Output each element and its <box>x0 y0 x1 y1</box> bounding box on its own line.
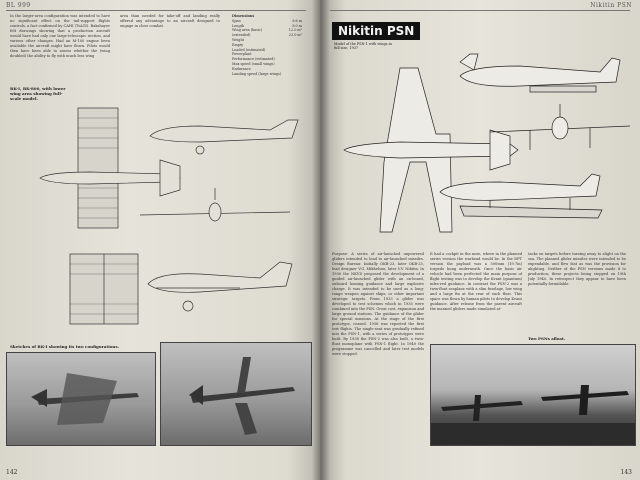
spec-rows: Span 8.6 m Length 8.0 m Wing area (basic) 12.… <box>232 19 302 77</box>
upper-side-view-fuselage <box>149 119 299 143</box>
psn2-side-view <box>439 173 601 201</box>
left-page: BL 999 In the larger-area configuration … <box>0 0 320 480</box>
photo-rk-model-retracted-silhouette <box>189 357 295 435</box>
photo-rk-model-retracted <box>160 342 312 446</box>
photo-psn-afloat-silhouettes <box>431 385 635 445</box>
spec-value: 23.0 m² <box>288 33 302 38</box>
spec-label: Performance (estimated) <box>232 57 275 62</box>
left-body-text-col1: In the larger-area configuration was int… <box>10 14 110 58</box>
spec-row: Wing area (basic) 12.0 m² <box>232 28 302 33</box>
right-body-text-col1: Purpose: A series of air-launched unpowe… <box>332 252 424 356</box>
spec-label: Wing area (basic) <box>232 28 263 33</box>
spec-row: Performance (estimated) <box>232 57 302 62</box>
lower-side-view-wheel <box>182 300 194 312</box>
spec-label: Landing speed (large wings) <box>232 71 282 76</box>
psn2-float <box>459 205 603 219</box>
psn1-side-view <box>459 57 621 87</box>
upper-wing-planform <box>77 107 119 229</box>
psn-three-view <box>343 53 630 233</box>
spec-label: Length <box>232 23 245 28</box>
psn1-top-view-fuselage <box>343 141 519 159</box>
upper-fuselage-top <box>39 171 181 185</box>
spec-row: (extended) 23.0 m² <box>232 33 302 38</box>
upper-side-view-wheel <box>195 145 205 155</box>
left-header-rule <box>6 10 306 11</box>
spec-row: Max speed (small wings) <box>232 62 302 67</box>
right-folio: 143 <box>620 469 632 476</box>
photo-rk-model-extended-silhouette <box>31 373 139 425</box>
left-photo-caption: Sketches of RK-I showing its two configu… <box>10 344 119 349</box>
rk-three-view-upper <box>39 107 299 229</box>
spec-row: Endurance <box>232 67 302 72</box>
spec-value: 8.0 m <box>292 23 302 28</box>
spec-row: Landing speed (large wings) <box>232 72 302 77</box>
left-body-text-col2: area than needed for take-off and landin… <box>120 14 220 28</box>
spec-label: Span <box>232 18 241 23</box>
spec-row: Weight <box>232 38 302 43</box>
photo-psn-afloat <box>430 344 636 446</box>
lower-side-view-fuselage <box>147 261 293 293</box>
right-body-text-col3: tacks on targets before turning away to … <box>528 252 626 286</box>
title-caption: Model of the PSN-1 with wings in full si… <box>334 42 392 51</box>
psn1-front-view-fuselage <box>551 116 569 140</box>
right-body-text-col2: It had a cockpit in the nose, where in t… <box>430 252 522 311</box>
spec-value: 12.0 m² <box>288 28 302 33</box>
right-header-rule <box>330 10 630 11</box>
spec-row: Powerplant <box>232 52 302 57</box>
spec-label: Empty <box>232 42 244 47</box>
spec-row: Empty <box>232 43 302 48</box>
spec-row: Loaded (estimated) <box>232 48 302 53</box>
spec-label: Max speed (small wings) <box>232 61 275 66</box>
spec-row: Span 8.6 m <box>232 19 302 24</box>
right-running-head: Nikitin PSN <box>590 2 632 9</box>
spec-label: (extended) <box>232 33 251 38</box>
article-title: Nikitin PSN <box>332 22 421 40</box>
left-folio: 142 <box>6 469 18 476</box>
book-gutter <box>312 0 330 480</box>
spec-heading: Dimensions <box>232 14 255 18</box>
drawing-caption: RK-I, RK-800, with lower wing area showi… <box>10 86 66 101</box>
spec-row: Length 8.0 m <box>232 24 302 29</box>
spec-label: Endurance <box>232 66 251 71</box>
spec-value: 8.6 m <box>292 18 302 23</box>
psn1-torpedo <box>529 85 597 93</box>
psn1-top-view-tail <box>489 129 511 171</box>
photo-rk-model-extended <box>6 352 156 446</box>
right-page: Nikitin PSN Nikitin PSN Model of the PSN… <box>320 0 640 480</box>
spec-label: Weight <box>232 37 245 42</box>
left-running-head: BL 999 <box>6 2 31 9</box>
spec-label: Loaded (estimated) <box>232 47 266 52</box>
rk-three-view-lower <box>69 253 293 325</box>
upper-front-view-fuselage <box>208 202 222 222</box>
spec-label: Powerplant <box>232 52 252 57</box>
right-photo-caption: Two PSNs afloat. <box>528 336 566 341</box>
upper-tailplane <box>159 159 181 197</box>
